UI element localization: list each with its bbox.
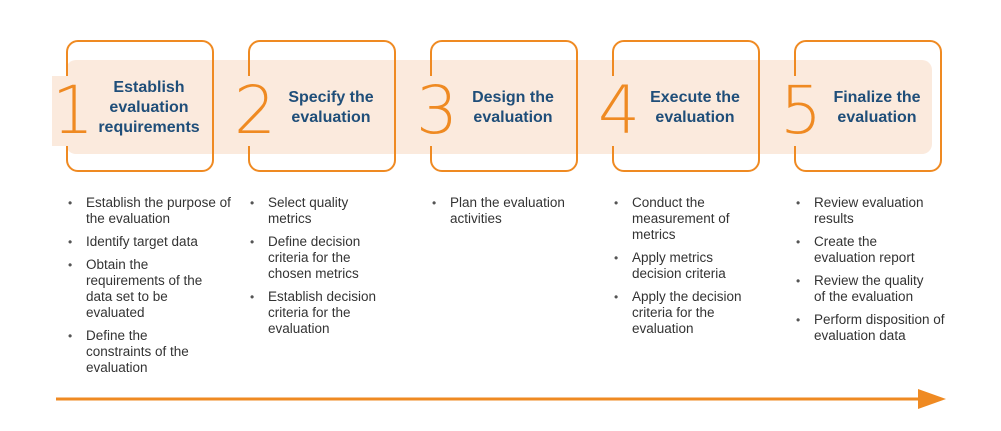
bullet-icon: •: [68, 329, 73, 343]
timeline-arrow-icon: [56, 389, 946, 409]
bullet-text: Create the evaluation report: [814, 234, 915, 265]
bullet-text: Conduct the measurement of metrics: [632, 195, 730, 242]
step-1-bullet-list: • Establish the purpose of the evaluation…: [68, 195, 234, 383]
step-2-number: 2: [234, 72, 276, 149]
bullet-icon: •: [796, 313, 801, 327]
bullet-icon: •: [250, 290, 255, 304]
step-3-bullet-list: • Plan the evaluation activities: [432, 195, 592, 234]
list-item: • Define decision criteria for the chosen…: [250, 234, 400, 282]
bullet-text: Define decision criteria for the chosen …: [268, 234, 361, 281]
list-item: • Obtain the requirements of the data set…: [68, 257, 234, 321]
bullet-icon: •: [614, 196, 619, 210]
list-item: • Establish the purpose of the evaluation: [68, 195, 234, 227]
bullet-text: Select quality metrics: [268, 195, 349, 226]
step-5-title: Finalize the evaluation: [833, 89, 921, 126]
step-5-bullet-list: • Review evaluation results • Create the e…: [796, 195, 956, 351]
step-1-title: Establish evaluation requirements: [98, 79, 200, 136]
bullet-icon: •: [614, 251, 619, 265]
step-4-title: Execute the evaluation: [650, 89, 740, 126]
bullet-icon: •: [68, 196, 73, 210]
bullet-icon: •: [250, 235, 255, 249]
bullet-icon: •: [796, 196, 801, 210]
list-item: • Review evaluation results: [796, 195, 956, 227]
bullet-icon: •: [614, 290, 619, 304]
list-item: • Apply the decision criteria for the eva…: [614, 289, 754, 337]
bullet-icon: •: [68, 258, 73, 272]
bullet-text: Apply the decision criteria for the eval…: [632, 289, 742, 336]
step-3-title: Design the evaluation: [472, 89, 554, 126]
step-2-title: Specify the evaluation: [288, 89, 374, 126]
step-1-number: 1: [52, 72, 94, 149]
bullet-text: Establish the purpose of the evaluation: [86, 195, 231, 226]
step-3-box: 3 Design the evaluation: [416, 40, 578, 172]
list-item: • Conduct the measurement of metrics: [614, 195, 754, 243]
list-item: • Define the constraints of the evaluatio…: [68, 328, 234, 376]
bullet-text: Identify target data: [86, 234, 198, 249]
list-item: • Select quality metrics: [250, 195, 400, 227]
list-item: • Identify target data: [68, 234, 234, 250]
step-2-bullet-list: • Select quality metrics • Define decision…: [250, 195, 400, 344]
step-2-box: 2 Specify the evaluation: [234, 40, 396, 172]
step-4-number: 4: [598, 72, 640, 149]
bullet-icon: •: [796, 274, 801, 288]
bullet-text: Define the constraints of the evaluation: [86, 328, 189, 375]
step-5-number: 5: [780, 72, 822, 149]
step-3-number: 3: [416, 72, 458, 149]
list-item: • Perform disposition of evaluation data: [796, 312, 956, 344]
bullet-icon: •: [432, 196, 437, 210]
bullet-text: Review the quality of the evaluation: [814, 273, 924, 304]
list-item: • Create the evaluation report: [796, 234, 956, 266]
list-item: • Establish decision criteria for the eva…: [250, 289, 400, 337]
bullet-icon: •: [68, 235, 73, 249]
bullet-icon: •: [250, 196, 255, 210]
bullet-text: Obtain the requirements of the data set …: [86, 257, 203, 320]
bullet-text: Apply metrics decision criteria: [632, 250, 726, 281]
bullet-text: Plan the evaluation activities: [450, 195, 565, 226]
step-4-box: 4 Execute the evaluation: [598, 40, 760, 172]
bullet-text: Establish decision criteria for the eval…: [268, 289, 377, 336]
bullet-text: Review evaluation results: [814, 195, 924, 226]
bullet-text: Perform disposition of evaluation data: [814, 312, 945, 343]
list-item: • Review the quality of the evaluation: [796, 273, 956, 305]
step-1-box: 1 Establish evaluation requirements: [52, 40, 214, 172]
list-item: • Apply metrics decision criteria: [614, 250, 754, 282]
step-5-box: 5 Finalize the evaluation: [780, 40, 942, 172]
bullet-icon: •: [796, 235, 801, 249]
list-item: • Plan the evaluation activities: [432, 195, 592, 227]
timeline-arrow-head: [918, 389, 946, 409]
step-4-bullet-list: • Conduct the measurement of metrics • App…: [614, 195, 754, 344]
